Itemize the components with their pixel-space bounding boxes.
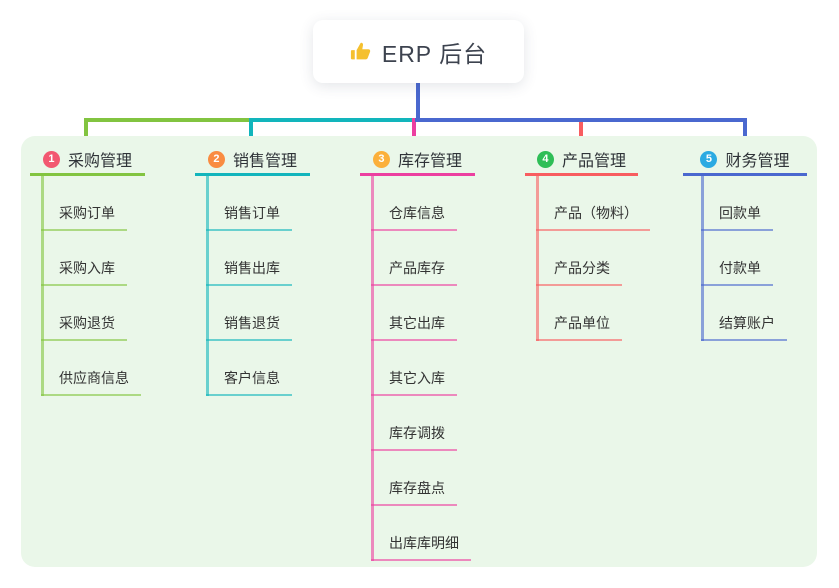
connector-drop-branch-3 <box>412 118 416 143</box>
item-3-2[interactable]: 产品库存 <box>371 258 457 286</box>
branch-underline-1 <box>30 173 145 176</box>
branch-label-3: 库存管理 <box>397 153 462 170</box>
branch-badge-1: 1 <box>42 150 60 168</box>
item-1-3[interactable]: 采购退货 <box>41 313 127 341</box>
item-label: 其它入库 <box>371 368 457 396</box>
branch-label-1: 采购管理 <box>67 153 132 170</box>
branch-header-1[interactable]: 1 采购管理 <box>30 149 145 170</box>
branch-rail-4 <box>536 176 539 341</box>
connector-drop-branch-1 <box>84 118 88 141</box>
item-label: 产品单位 <box>536 313 622 341</box>
item-label: 销售出库 <box>206 258 292 286</box>
item-5-1[interactable]: 回款单 <box>701 203 773 231</box>
root-label: ERP 后台 <box>381 40 488 67</box>
item-5-2[interactable]: 付款单 <box>701 258 773 286</box>
root-node[interactable]: ERP 后台 <box>313 20 524 83</box>
item-2-1[interactable]: 销售订单 <box>206 203 292 231</box>
item-label: 库存调拨 <box>371 423 457 451</box>
item-label: 其它出库 <box>371 313 457 341</box>
item-3-7[interactable]: 出库库明细 <box>371 533 471 561</box>
thumbs-up-icon <box>350 41 372 63</box>
branch-badge-3: 3 <box>372 150 390 168</box>
item-1-2[interactable]: 采购入库 <box>41 258 127 286</box>
branch-label-4: 产品管理 <box>561 153 626 170</box>
item-label: 供应商信息 <box>41 368 141 396</box>
branch-header-4[interactable]: 4 产品管理 <box>525 149 638 170</box>
branch-label-5: 财务管理 <box>725 153 790 170</box>
branch-header-2[interactable]: 2 销售管理 <box>195 149 310 170</box>
branch-badge-4: 4 <box>536 150 554 168</box>
item-4-2[interactable]: 产品分类 <box>536 258 622 286</box>
item-5-3[interactable]: 结算账户 <box>701 313 787 341</box>
branches-container: 1 采购管理采购订单采购入库采购退货供应商信息 2 销售管理销售订单销售出库销售退货客… <box>21 136 817 567</box>
item-2-2[interactable]: 销售出库 <box>206 258 292 286</box>
item-3-4[interactable]: 其它入库 <box>371 368 457 396</box>
branch-underline-3 <box>360 173 475 176</box>
item-3-1[interactable]: 仓库信息 <box>371 203 457 231</box>
item-label: 采购订单 <box>41 203 127 231</box>
item-label: 采购入库 <box>41 258 127 286</box>
item-3-6[interactable]: 库存盘点 <box>371 478 457 506</box>
item-3-5[interactable]: 库存调拨 <box>371 423 457 451</box>
item-label: 付款单 <box>701 258 773 286</box>
connector-horizontal-branch-5 <box>415 118 747 122</box>
branch-rail-5 <box>701 176 704 341</box>
item-label: 产品（物料） <box>536 203 650 231</box>
item-3-3[interactable]: 其它出库 <box>371 313 457 341</box>
connector-root-stem <box>416 83 420 122</box>
item-label: 产品分类 <box>536 258 622 286</box>
item-label: 仓库信息 <box>371 203 457 231</box>
branch-rail-3 <box>371 176 374 561</box>
branch-rail-2 <box>206 176 209 396</box>
item-2-3[interactable]: 销售退货 <box>206 313 292 341</box>
connector-horizontal-branch-2 <box>249 118 419 122</box>
branch-label-2: 销售管理 <box>232 153 297 170</box>
item-4-3[interactable]: 产品单位 <box>536 313 622 341</box>
item-label: 回款单 <box>701 203 773 231</box>
item-label: 采购退货 <box>41 313 127 341</box>
item-label: 客户信息 <box>206 368 292 396</box>
item-label: 结算账户 <box>701 313 787 341</box>
item-label: 销售退货 <box>206 313 292 341</box>
connector-drop-branch-4 <box>579 118 583 141</box>
connector-drop-branch-2 <box>249 118 253 141</box>
branch-header-3[interactable]: 3 库存管理 <box>360 149 475 170</box>
branch-header-5[interactable]: 5 财务管理 <box>683 149 807 170</box>
item-label: 销售订单 <box>206 203 292 231</box>
branch-underline-5 <box>683 173 807 176</box>
branch-rail-1 <box>41 176 44 396</box>
item-1-1[interactable]: 采购订单 <box>41 203 127 231</box>
item-label: 库存盘点 <box>371 478 457 506</box>
item-1-4[interactable]: 供应商信息 <box>41 368 141 396</box>
item-2-4[interactable]: 客户信息 <box>206 368 292 396</box>
branch-badge-5: 5 <box>700 150 718 168</box>
item-label: 出库库明细 <box>371 533 471 561</box>
connector-drop-branch-5 <box>743 118 747 143</box>
branch-underline-2 <box>195 173 310 176</box>
item-label: 产品库存 <box>371 258 457 286</box>
item-4-1[interactable]: 产品（物料） <box>536 203 650 231</box>
branch-underline-4 <box>525 173 638 176</box>
branch-badge-2: 2 <box>207 150 225 168</box>
